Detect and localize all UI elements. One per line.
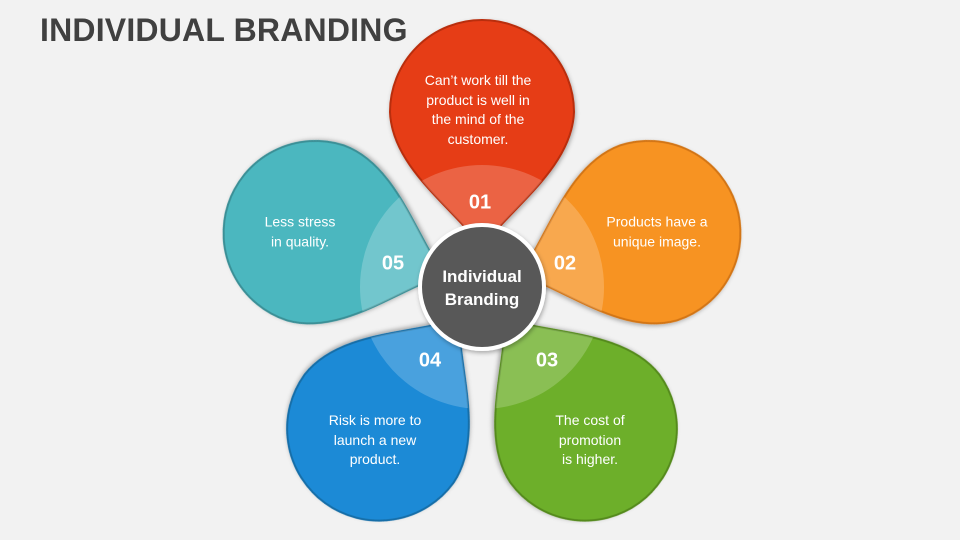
petal-02-text: Products have a unique image. xyxy=(606,213,708,250)
page-title: INDIVIDUAL BRANDING xyxy=(40,12,408,48)
center-circle xyxy=(418,223,546,351)
petal-05-number: 05 xyxy=(381,252,405,275)
petal-03-number: 03 xyxy=(535,349,559,372)
petal-03-text: The cost of promotion is higher. xyxy=(555,411,625,467)
center-label: Individual Branding xyxy=(442,267,522,309)
petal-01-text: Can’t work till the product is well in t… xyxy=(424,72,532,147)
petal-01-number: 01 xyxy=(468,191,492,214)
petal-04-text: Risk is more to launch a new product. xyxy=(328,411,422,467)
petal-05-text: Less stress in quality. xyxy=(264,213,336,250)
petal-02-number: 02 xyxy=(553,252,577,275)
petal-04-number: 04 xyxy=(418,349,442,372)
